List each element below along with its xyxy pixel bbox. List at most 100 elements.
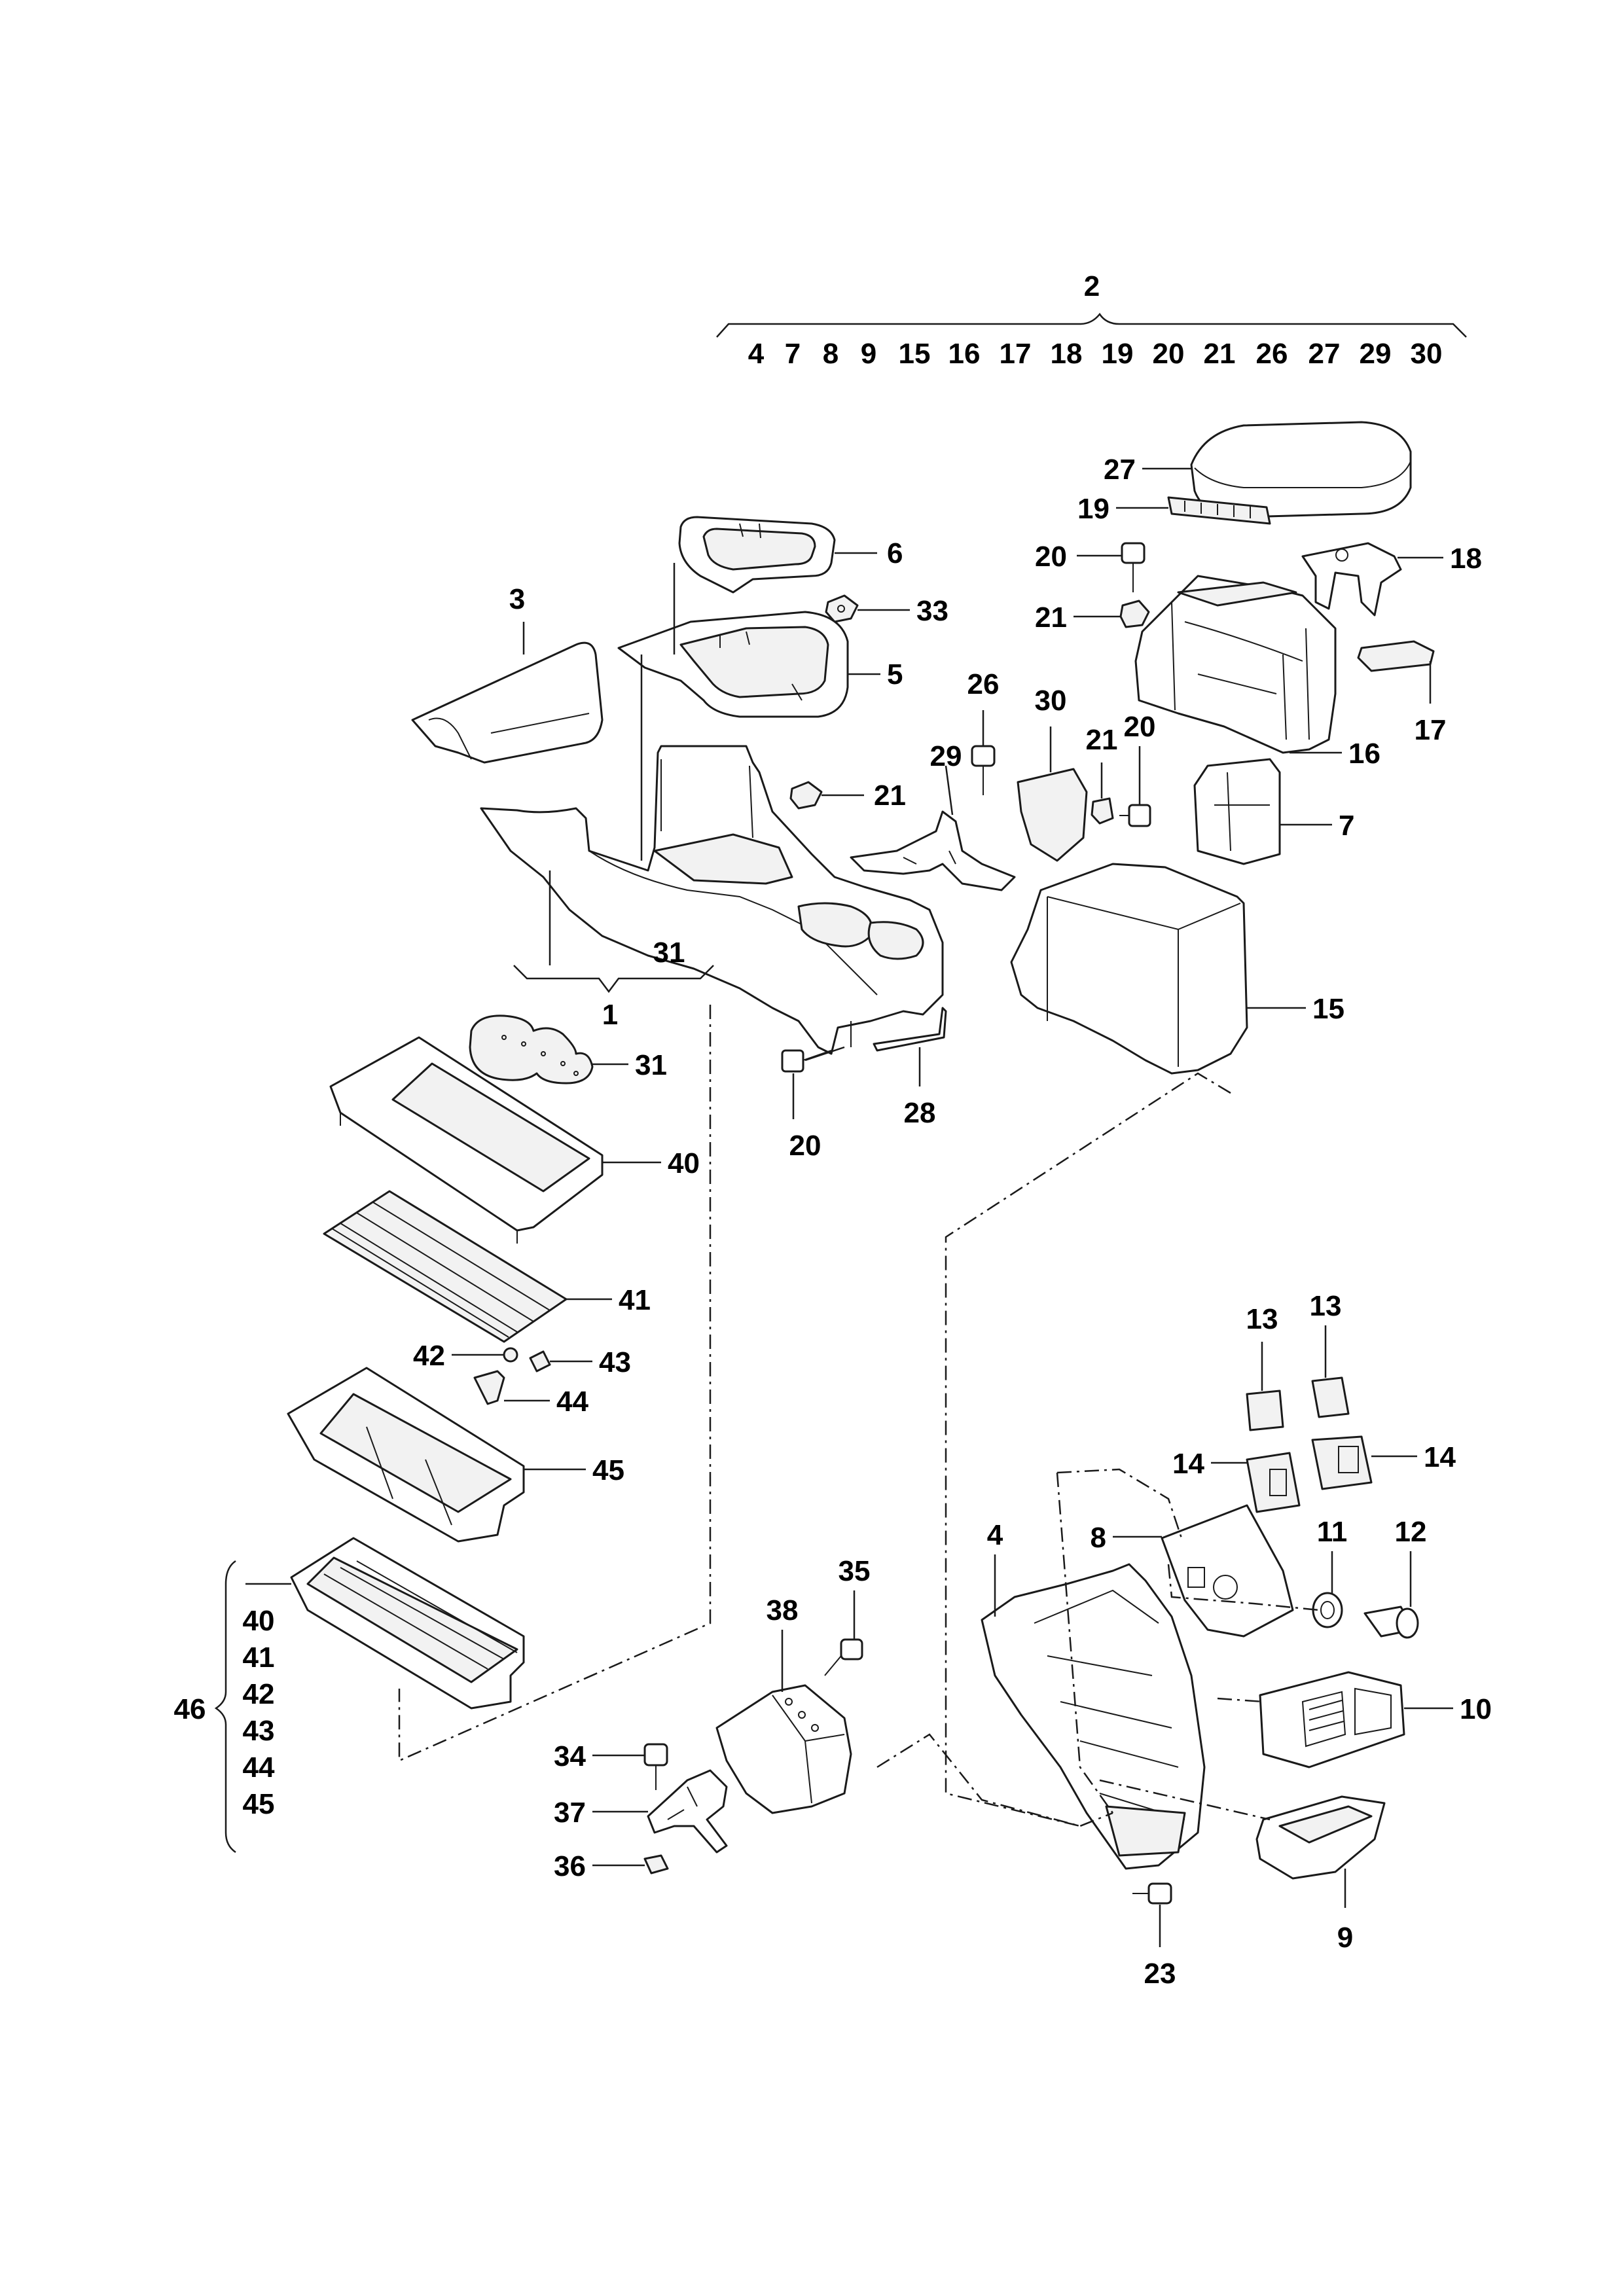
callout-30: 30 (1035, 685, 1067, 717)
callout-23: 23 (1144, 1958, 1176, 1990)
callout-9: 9 (1337, 1922, 1353, 1954)
callout-41: 41 (619, 1284, 651, 1316)
callout-26: 26 (967, 668, 1000, 700)
part-45-insert-tray (287, 1367, 525, 1543)
callout-21b: 21 (1086, 724, 1118, 756)
kit-member-40: 40 (243, 1605, 275, 1637)
callout-15: 15 (1312, 993, 1344, 1025)
callout-33: 33 (916, 595, 948, 627)
callout-21a: 21 (874, 780, 906, 812)
part-8-switch-panel (1161, 1504, 1294, 1638)
part-44-guide (473, 1370, 505, 1405)
part-4-rear-housing (981, 1563, 1206, 1870)
member-7: 7 (785, 338, 801, 370)
callout-8: 8 (1091, 1522, 1106, 1554)
callout-40: 40 (668, 1147, 700, 1179)
leader-20-lower (804, 1046, 845, 1062)
member-9: 9 (861, 338, 876, 370)
member-21: 21 (1204, 338, 1236, 370)
part-5-shifter-trim (617, 611, 849, 718)
part-14-switch-b (1311, 1435, 1373, 1490)
callout-45: 45 (592, 1454, 624, 1486)
callout-14b: 14 (1424, 1441, 1456, 1473)
part-33-clip (825, 594, 859, 623)
part-23-screw (1132, 1882, 1172, 1905)
kit-46-member-list: 40 41 42 43 44 45 (243, 1605, 275, 1820)
callout-5: 5 (887, 658, 903, 691)
member-16: 16 (948, 338, 981, 370)
callout-28: 28 (904, 1097, 936, 1129)
member-19: 19 (1102, 338, 1134, 370)
callout-34: 34 (554, 1740, 586, 1772)
part-21-clip-c (1119, 600, 1150, 628)
part-13-switch-b (1311, 1376, 1350, 1418)
callout-3: 3 (509, 583, 525, 615)
part-36-nut (643, 1854, 669, 1874)
assembly-number: 2 (1084, 270, 1100, 302)
kit-member-45: 45 (243, 1788, 275, 1820)
part-15-rear-cover (1010, 863, 1248, 1075)
member-20: 20 (1153, 338, 1185, 370)
part-1-center-console (480, 745, 944, 1055)
part-21-clip-a (789, 781, 823, 810)
part-28-bracket (873, 1007, 947, 1052)
callout-4: 4 (987, 1519, 1003, 1551)
callout-7: 7 (1339, 810, 1354, 842)
part-3-side-panel (411, 641, 604, 764)
part-34-screw (643, 1743, 668, 1790)
member-30: 30 (1411, 338, 1443, 370)
callout-12: 12 (1395, 1516, 1427, 1548)
part-20-screw-mid (1119, 804, 1151, 827)
kit-member-43: 43 (243, 1715, 275, 1747)
callout-29: 29 (930, 740, 962, 772)
assembly-2-header: 2 4 7 8 9 15 16 17 18 19 20 21 26 27 29 … (716, 270, 1467, 370)
callout-14a: 14 (1172, 1448, 1204, 1480)
part-9-cup (1255, 1795, 1386, 1880)
part-30-pad (1017, 768, 1088, 862)
callout-16: 16 (1348, 738, 1380, 770)
callout-6: 6 (887, 537, 903, 569)
part-14-switch-a (1246, 1452, 1301, 1513)
part-21-clip-b (1091, 797, 1114, 825)
callout-18: 18 (1450, 543, 1482, 575)
member-15: 15 (899, 338, 931, 370)
callout-37: 37 (554, 1797, 586, 1829)
member-26: 26 (1256, 338, 1288, 370)
kit-member-44: 44 (243, 1751, 275, 1784)
part-18-hinge-bracket (1301, 542, 1402, 617)
part-20-screw-top (1121, 542, 1146, 592)
part-35-screw (824, 1638, 863, 1676)
leader-29 (945, 765, 954, 816)
callout-31-brace: 31 (653, 937, 685, 969)
part-37-bracket (647, 1769, 728, 1854)
part-10-vent (1259, 1671, 1405, 1768)
callout-27: 27 (1104, 454, 1136, 486)
callout-17: 17 (1415, 714, 1447, 746)
part-31-mats (469, 1014, 594, 1085)
part-13-switch-a (1246, 1390, 1284, 1431)
kit-member-41: 41 (243, 1641, 275, 1674)
part-40-tray (329, 1036, 604, 1244)
callout-19: 19 (1077, 493, 1110, 525)
callout-13a: 13 (1246, 1303, 1278, 1335)
kit-member-42: 42 (243, 1678, 275, 1710)
assembly-brace (716, 312, 1467, 338)
part-26-screw (971, 745, 996, 795)
part-7-storage-bin (1193, 758, 1281, 865)
member-29: 29 (1360, 338, 1392, 370)
part-12-socket-insert (1363, 1605, 1419, 1639)
part-43-stop (529, 1350, 551, 1372)
callout-43: 43 (599, 1346, 631, 1378)
callout-46: 46 (174, 1693, 206, 1725)
part-46-tray-assembly (290, 1537, 525, 1710)
leader-5-6-assembly (640, 563, 676, 861)
callout-20-mid: 20 (1124, 711, 1156, 743)
member-8: 8 (823, 338, 839, 370)
callout-38: 38 (767, 1594, 799, 1626)
callout-31: 31 (635, 1049, 667, 1081)
part-16-armrest-base (1134, 575, 1337, 754)
callout-11: 11 (1317, 1516, 1348, 1548)
callout-10: 10 (1460, 1693, 1492, 1725)
member-27: 27 (1308, 338, 1341, 370)
